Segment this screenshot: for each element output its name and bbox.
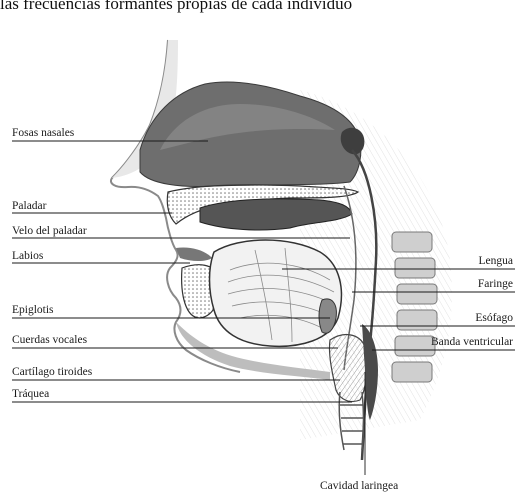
label-cuerdas-vocales: Cuerdas vocales xyxy=(12,334,87,346)
label-paladar: Paladar xyxy=(12,200,46,212)
label-epiglotis: Epiglotis xyxy=(12,304,54,316)
label-banda-ventricular: Banda ventricular xyxy=(431,336,513,348)
label-faringe: Faringe xyxy=(478,278,513,290)
label-labios: Labios xyxy=(12,250,43,262)
label-cartilago-tiroides: Cartílago tiroides xyxy=(12,366,92,378)
label-velo-del-paladar: Velo del paladar xyxy=(12,225,87,237)
label-cavidad-laringea: Cavidad laringea xyxy=(320,480,398,492)
upper-lip xyxy=(176,247,212,261)
label-traquea: Tráquea xyxy=(12,388,49,400)
label-lengua: Lengua xyxy=(479,255,513,267)
label-esofago: Esófago xyxy=(475,312,513,324)
label-fosas-nasales: Fosas nasales xyxy=(12,127,74,139)
